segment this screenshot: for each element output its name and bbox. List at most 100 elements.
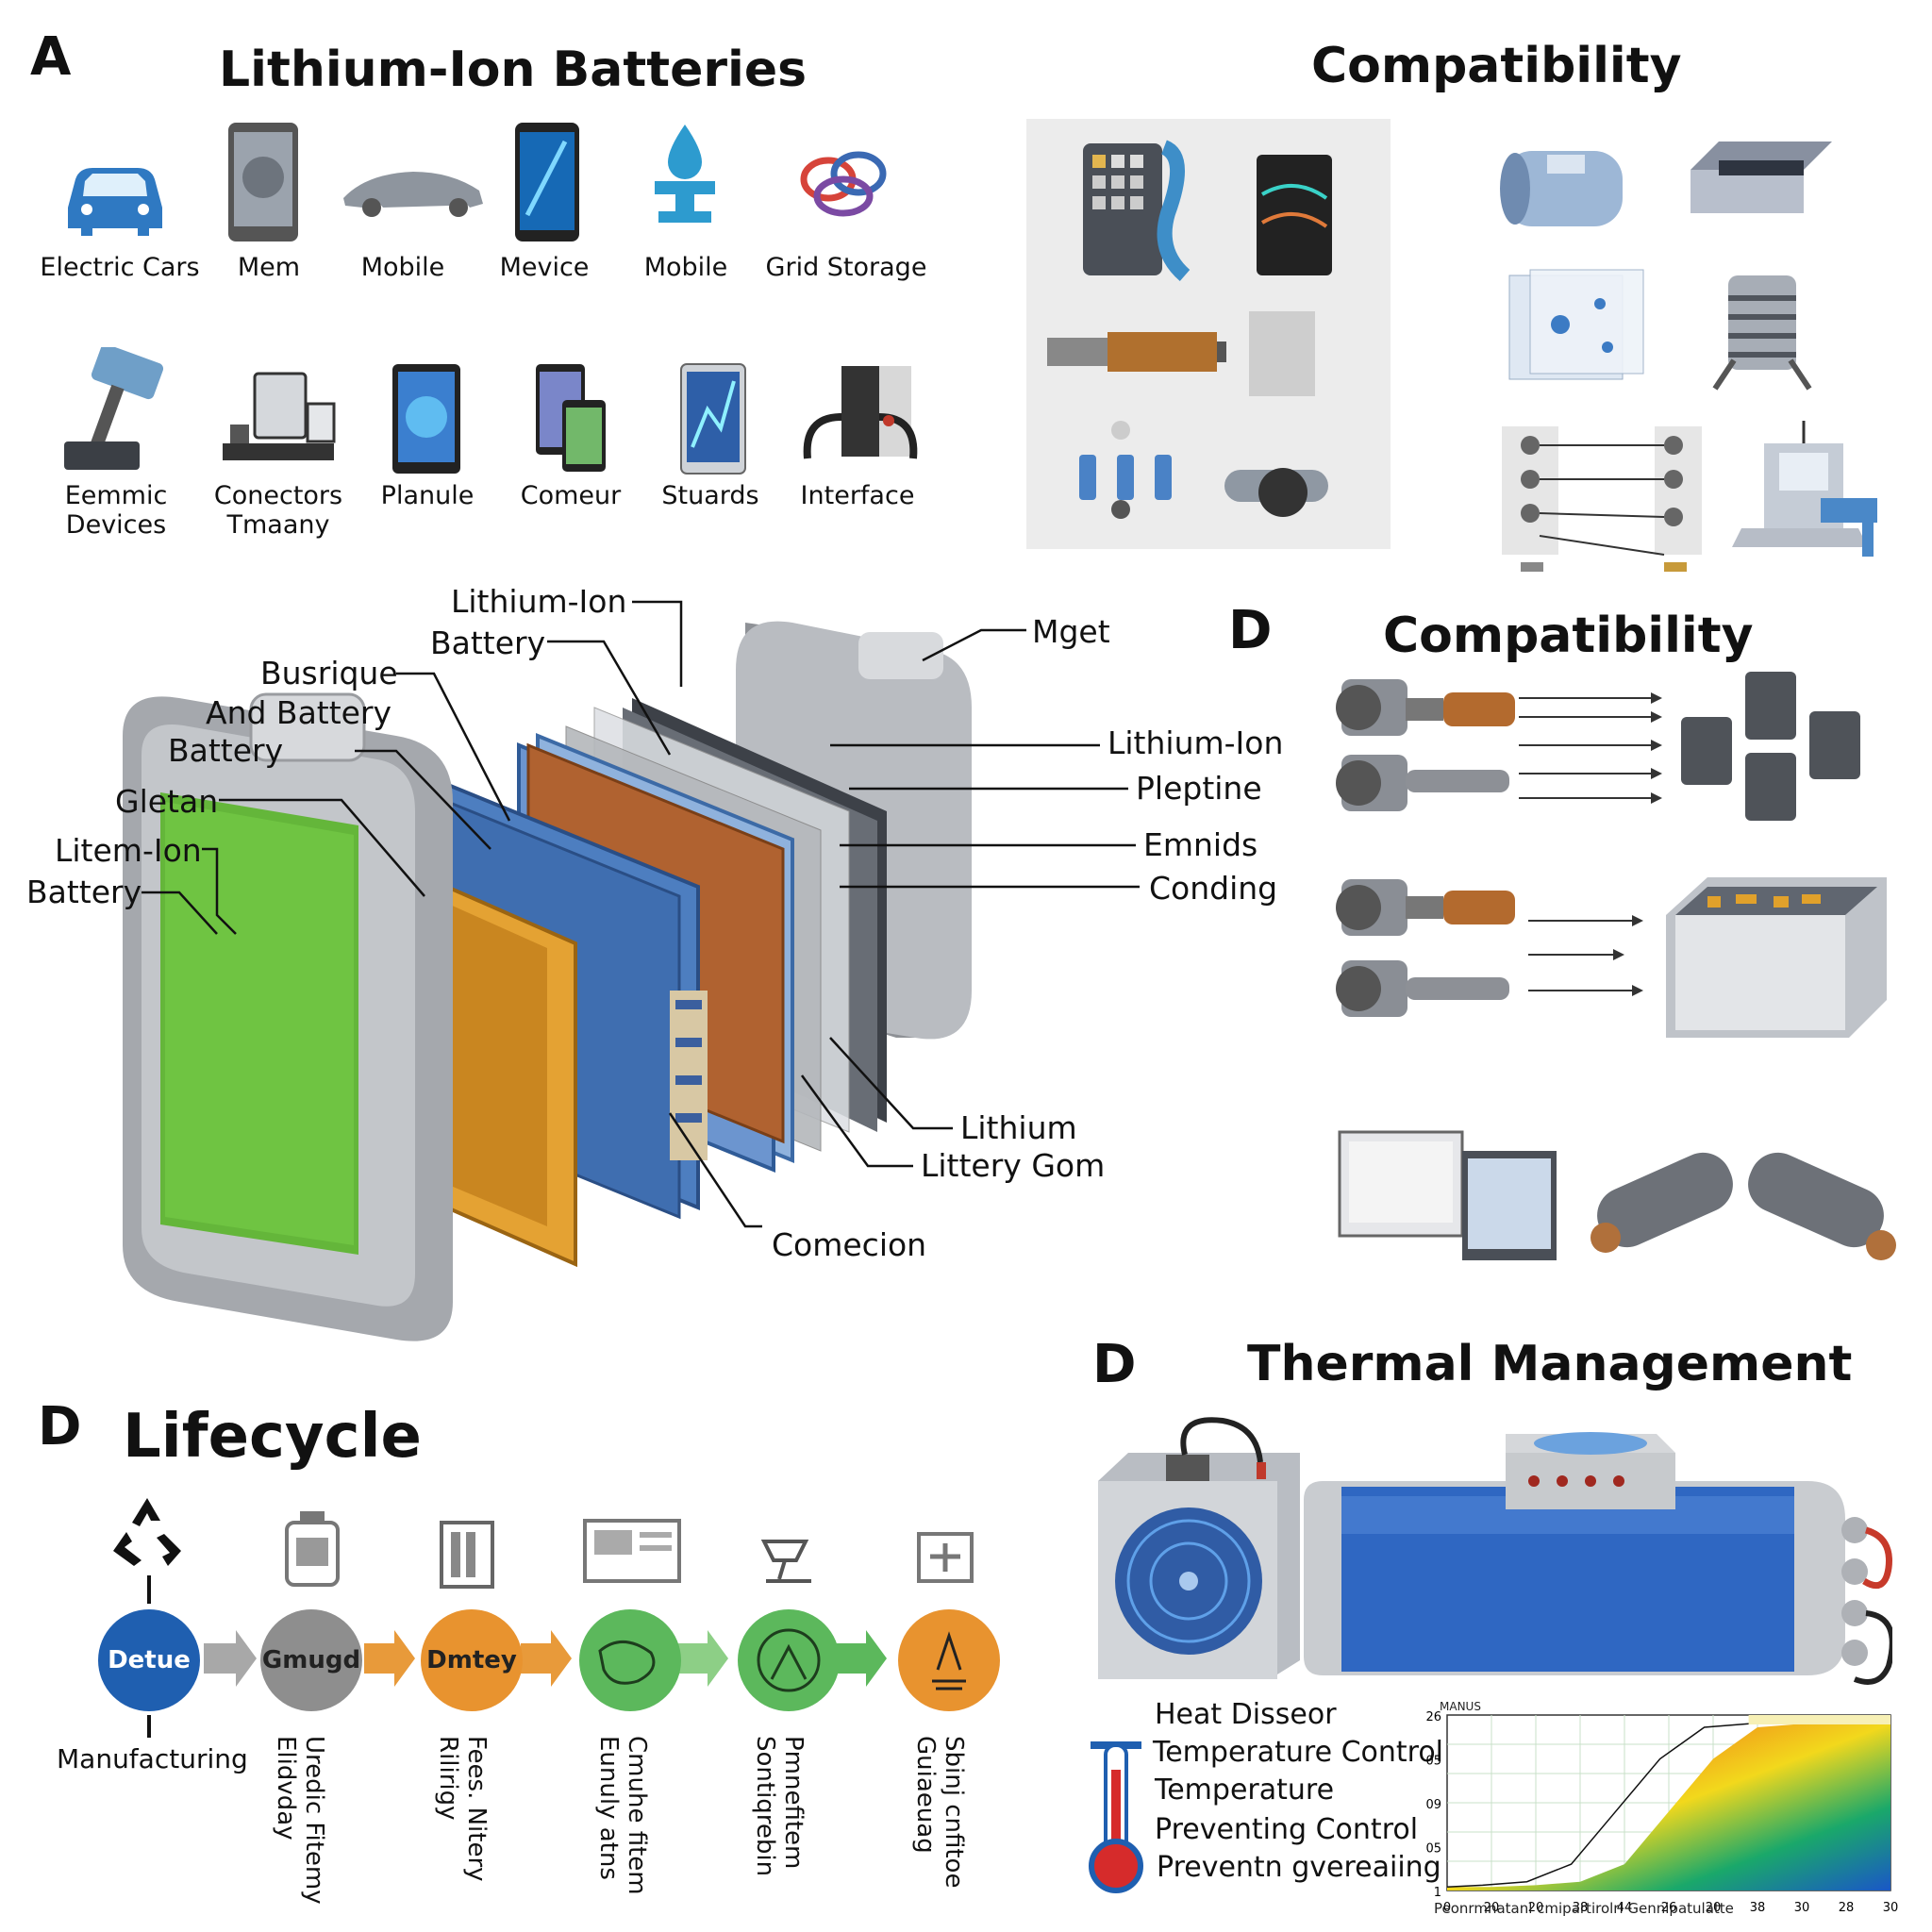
knot-icon	[794, 142, 894, 226]
chart-y-tick: 26	[1425, 1710, 1441, 1724]
chart-x-tick: 30	[1794, 1901, 1810, 1915]
computer-set-icon	[217, 370, 340, 474]
chart-x-tick: 0	[1443, 1901, 1451, 1915]
compat-component-board	[1026, 119, 1391, 549]
lifecycle-caption-1: Uredic Fitemy Elidvday	[272, 1736, 328, 1905]
row2-label-2: Planule	[380, 481, 475, 510]
lifecycle-caption-4: Pmnefitem Sontiqrebin	[751, 1736, 808, 1877]
right-callout-1: Lithium-Ion	[1108, 724, 1284, 761]
interface-clamp-icon	[794, 364, 926, 477]
left-callout-2: Busrique	[260, 655, 398, 691]
compat-connectors-icon	[1498, 423, 1706, 574]
right-callout-2: Pleptine	[1136, 770, 1262, 807]
plus-box-icon	[911, 1521, 977, 1585]
compat-d-title: Compatibility	[1383, 608, 1754, 664]
lifecycle-step-2-label: Dmtey	[426, 1646, 517, 1674]
lamp-icon	[758, 1532, 824, 1585]
thermal-label-0: Heat Disseor	[1155, 1698, 1337, 1731]
laptop-cylinders	[1338, 1130, 1896, 1260]
compat-cylinder-icon	[1491, 132, 1641, 245]
compat-d-letter: D	[1228, 600, 1273, 661]
compat-top-title: Compatibility	[1311, 38, 1682, 94]
drop-stand-icon	[647, 123, 723, 226]
chart-y-tick: 05	[1425, 1842, 1441, 1857]
row1-label-2: Mobile	[360, 253, 445, 282]
recycle-icon	[109, 1494, 185, 1570]
lifecycle-title: Lifecycle	[123, 1402, 422, 1472]
chart-area-series	[1447, 1724, 1890, 1890]
chart-x-tick: 38	[1573, 1901, 1589, 1915]
callout-leader-lines	[0, 0, 1321, 1321]
battery-cells-icon	[438, 1519, 496, 1591]
chart-y-tick: 05	[1425, 1755, 1441, 1769]
row1-label-1: Mem	[237, 253, 301, 282]
right-callout-5: Lithium	[960, 1109, 1077, 1146]
row2-label-4: Stuards	[661, 481, 759, 510]
chart-x-tick: 20	[1528, 1901, 1544, 1915]
thermometer-icon	[1083, 1736, 1149, 1896]
lifecycle-flow	[98, 1575, 1000, 1738]
compat-coil-icon	[1706, 257, 1819, 398]
chart-x-tick: 20	[1706, 1901, 1722, 1915]
chart-x-tick: 44	[1617, 1901, 1633, 1915]
row2-label-0: Eemmic Devices	[64, 481, 168, 540]
phone-icon	[226, 121, 300, 243]
row2-label-5: Interface	[800, 481, 915, 510]
exploded-battery-diagram	[123, 594, 1085, 1349]
compat-pump-icon	[1726, 415, 1887, 575]
thermal-label-1: Temperature Control	[1153, 1736, 1444, 1769]
chart-x-tick: 28	[1839, 1901, 1855, 1915]
right-callout-0: Mget	[1032, 613, 1110, 650]
right-callout-7: Comecion	[772, 1226, 927, 1263]
row2-label-1: Conectors Tmaany	[213, 481, 343, 540]
monitor-icon	[581, 1517, 683, 1585]
lifecycle-caption-3: Cmuhe fitem Eunuly atns	[594, 1736, 651, 1895]
devices-icon	[534, 362, 609, 475]
thermal-label-4: Preventn gvereaiing	[1157, 1851, 1441, 1884]
chart-y-tick: 09	[1425, 1798, 1441, 1812]
compat-d-illustration	[1330, 660, 1915, 1283]
lifecycle-step-1-label: Gmugd	[261, 1646, 361, 1674]
right-callout-4: Conding	[1149, 870, 1278, 907]
thermal-letter: D	[1092, 1334, 1137, 1395]
motor-row-1	[1336, 672, 1860, 821]
row2-label-3: Comeur	[520, 481, 622, 510]
right-callout-6: Littery Gom	[921, 1147, 1106, 1184]
thermal-label-2: Temperature	[1155, 1774, 1335, 1807]
left-callout-4: Battery	[168, 732, 284, 769]
thermal-title: Thermal Management	[1247, 1336, 1853, 1392]
chart-x-tick: 26	[1661, 1901, 1677, 1915]
smartphone-icon	[513, 121, 581, 243]
thermal-label-3: Preventing Control	[1155, 1813, 1419, 1846]
chart-x-tick: 20	[1484, 1901, 1500, 1915]
chart-top-band	[1748, 1715, 1890, 1724]
lifecycle-caption-2: Fees. Nitery Rilirigy	[434, 1736, 491, 1882]
bottle-icon	[279, 1509, 345, 1589]
row1-label-3: Mevice	[499, 253, 590, 282]
left-callout-6: Litem-Ion	[55, 832, 202, 869]
tablet-glow-icon	[679, 362, 747, 475]
chart-x-tick: 30	[1883, 1901, 1899, 1915]
row1-label-0: Electric Cars	[40, 253, 200, 282]
chart-y-tick: 1	[1434, 1886, 1441, 1900]
chart-xlabel: Peonrmnatanl cmipartirolrl Gennipatulatt…	[1434, 1900, 1734, 1917]
chart-corner-label: MANUS	[1440, 1700, 1481, 1713]
panel-a-letter: A	[30, 26, 72, 88]
lifecycle-letter: D	[38, 1396, 82, 1457]
row1-label-4: Mobile	[643, 253, 728, 282]
car-icon	[58, 142, 172, 245]
thermal-chart: 0 20 20 38 44 26 20 38 30 28 30 26 05 09 05 1	[1406, 1702, 1915, 1928]
lifecycle-manufacturing-label: Manufacturing	[57, 1743, 248, 1774]
row1-label-5: Grid Storage	[765, 253, 927, 282]
front-case	[123, 692, 453, 1341]
tablet-icon	[391, 362, 462, 475]
lifecycle-caption-5: Sbinj cnfitoe Guiaeuag	[911, 1736, 968, 1889]
car-outline-icon	[338, 160, 489, 226]
panel-a-title: Lithium-Ion Batteries	[219, 42, 808, 98]
lifecycle-step-0-label: Detue	[108, 1646, 191, 1674]
right-callout-3: Emnids	[1143, 826, 1258, 863]
thermal-system-illustration	[1091, 1406, 1892, 1689]
compat-rail-icon	[1681, 132, 1841, 226]
left-callout-0: Lithium-Ion	[451, 583, 627, 620]
chart-x-tick: 38	[1750, 1901, 1766, 1915]
